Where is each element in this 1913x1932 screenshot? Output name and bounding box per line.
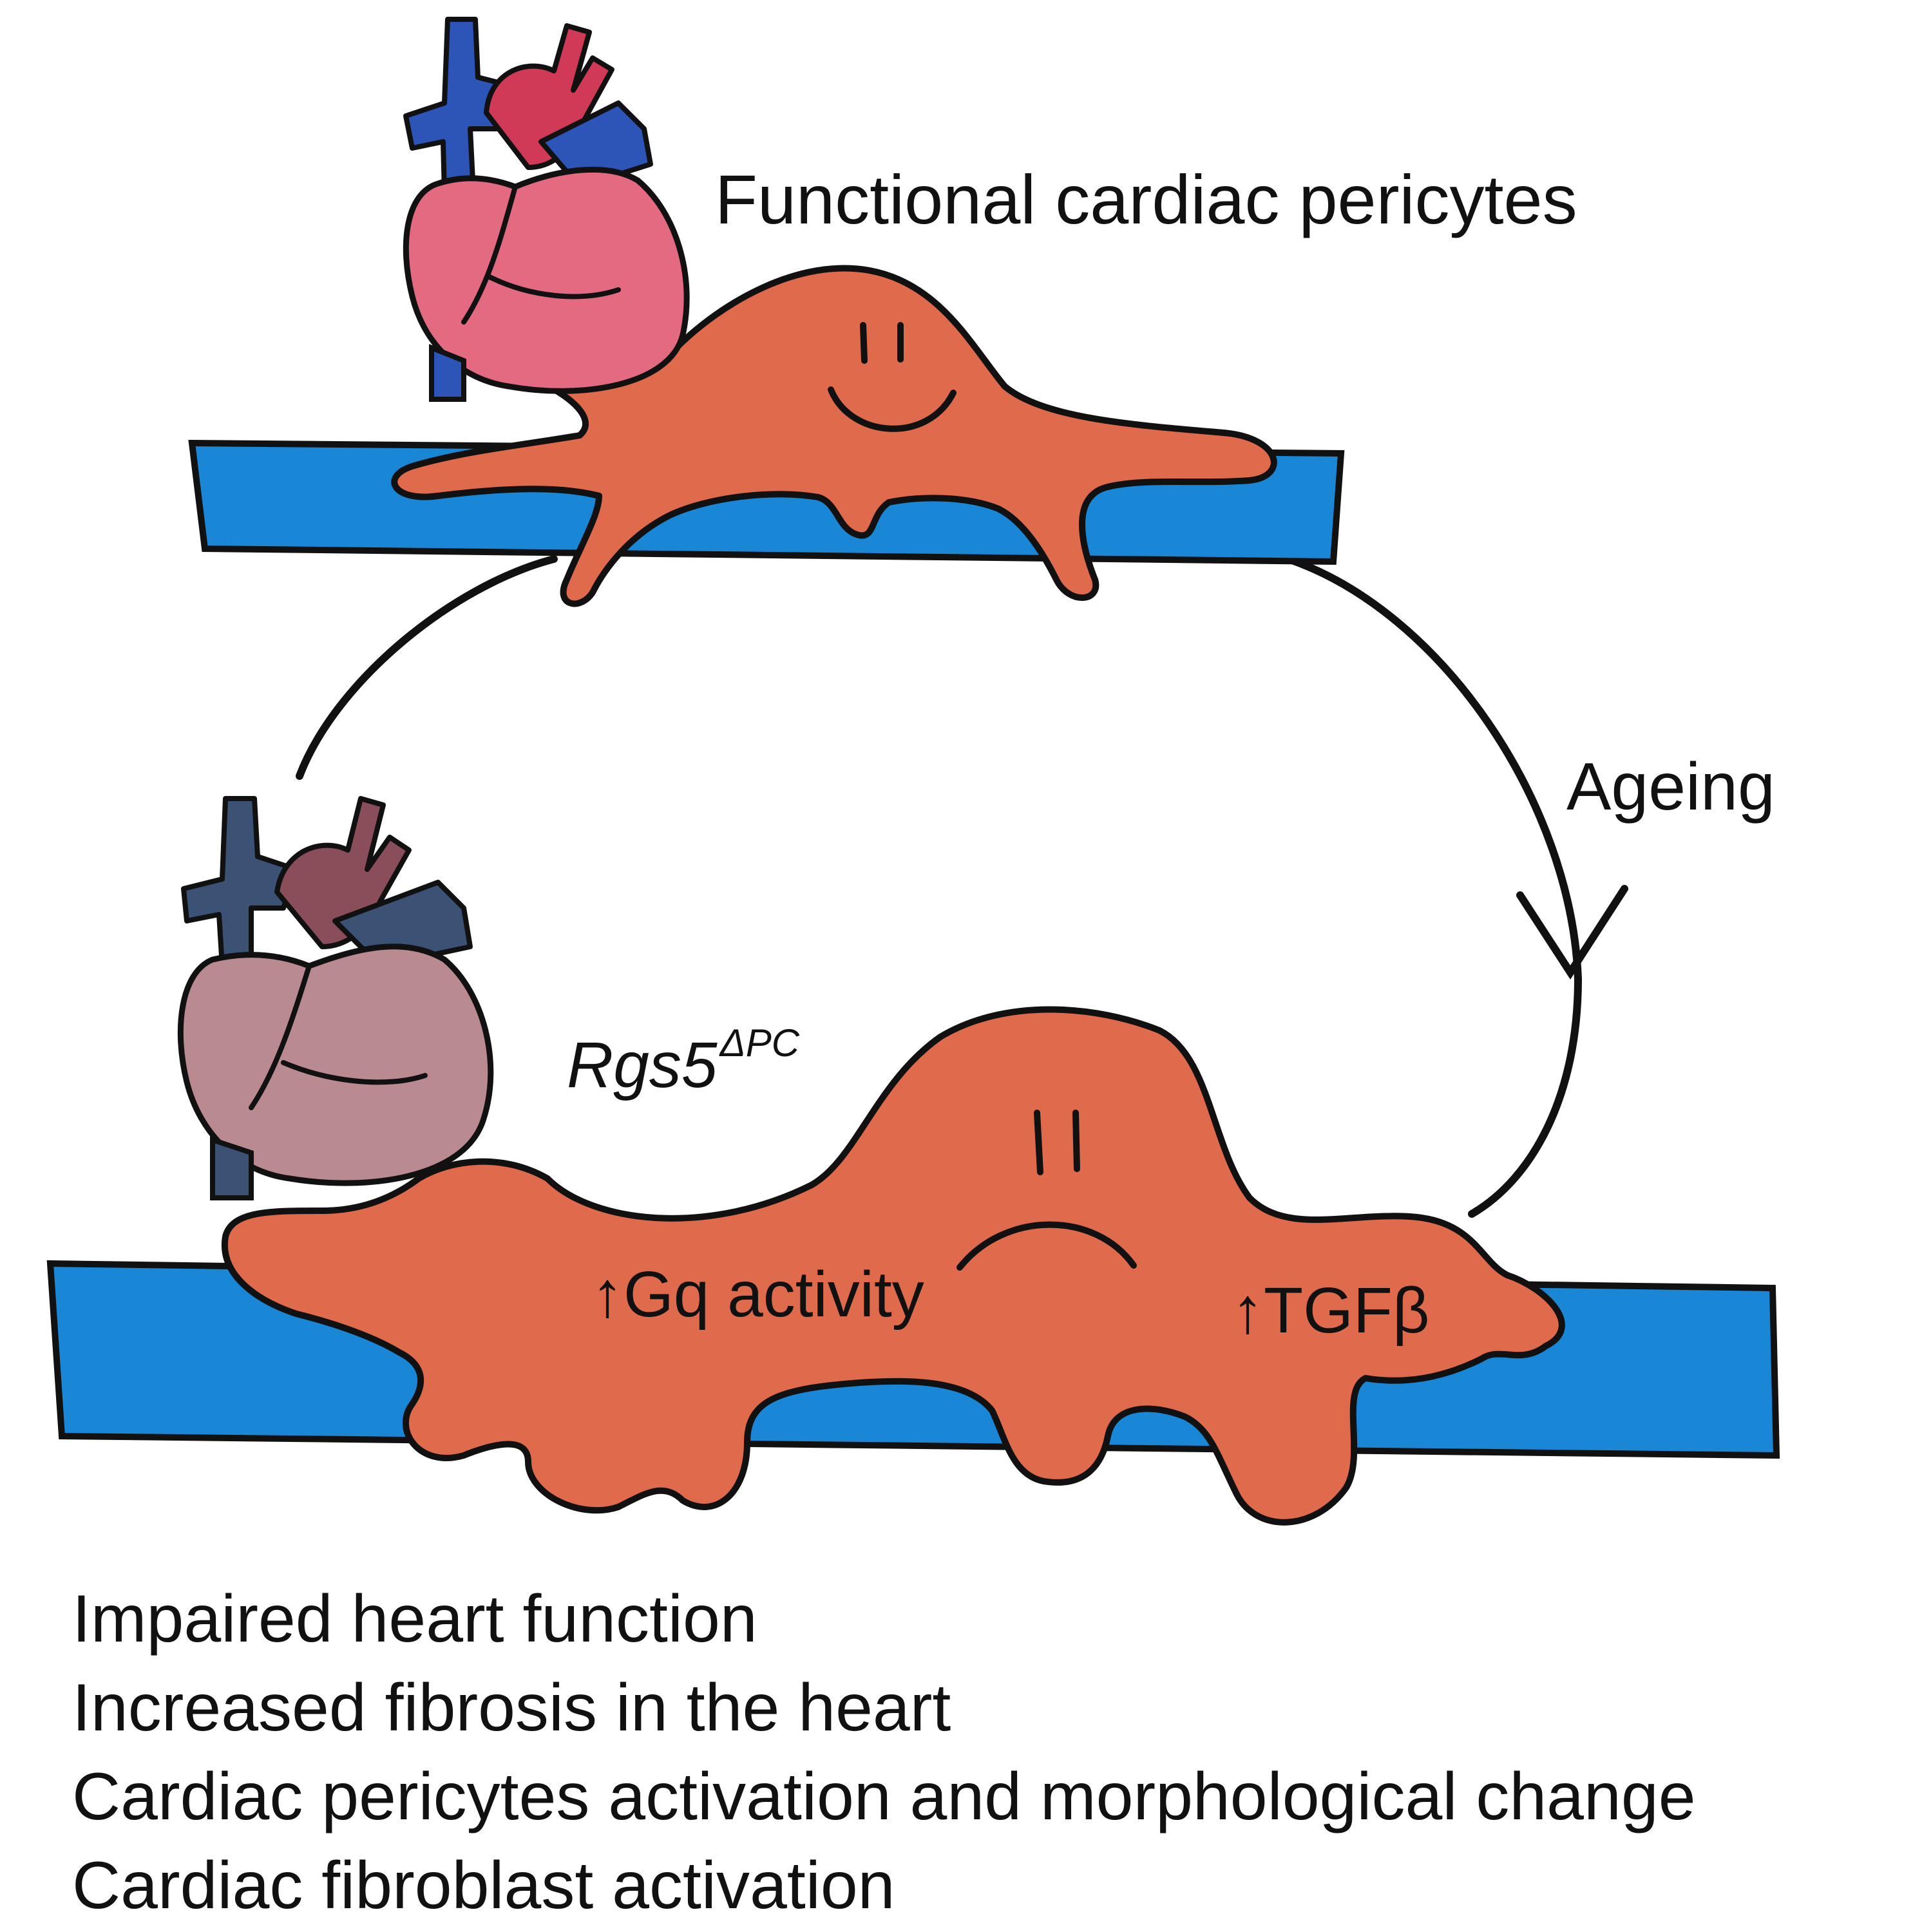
ageing-arrowhead [1516,885,1628,980]
heart-icon [403,17,690,402]
genotype-superscript: ΔPC [719,1021,800,1065]
ageing-arc [1284,555,1583,1218]
genotype-name: Rgs5 [567,1029,718,1101]
gq-activity-text: Gq activity [623,1258,924,1331]
tgf-beta-text: TGFβ [1264,1274,1430,1347]
healthy-state-title: Functional cardiac pericytes [715,160,1577,238]
happy-eyes [860,322,904,364]
sad-eyes [1034,1110,1080,1175]
healthy-heart-body [403,166,690,394]
outcome-list: Impaired heart function Increased fibros… [72,1575,1696,1930]
aged-heart-body [177,943,494,1186]
cycle-arrows [296,555,1628,1218]
healthy-heart-aorta [484,23,614,170]
outcome-item: Cardiac fibroblast activation [72,1848,895,1923]
up-arrow-icon: ↑ [1232,1274,1264,1347]
outcome-item: Cardiac pericytes activation and morphol… [72,1759,1696,1834]
healthy-heart-base [429,344,466,402]
aged-heart-divider [249,963,428,1110]
aged-heart-base [210,1136,254,1200]
healthy-heart-divider [461,184,621,325]
mutant-genotype-label: Rgs5ΔPC [567,1021,800,1098]
pericyte-activated [221,1006,1565,1526]
ageing-label: Ageing [1566,750,1775,824]
pericyte-activated-body [221,1006,1565,1526]
happy-mouth [828,386,956,432]
up-arrow-icon: ↑ [591,1258,623,1331]
tgf-beta-label: ↑TGFβ [1232,1278,1429,1343]
outcome-item: Increased fibrosis in the heart [72,1671,951,1745]
sad-mouth [956,1221,1137,1271]
return-arc [296,555,558,780]
outcome-item: Impaired heart function [72,1582,757,1656]
gq-activity-label: ↑Gq activity [591,1262,924,1327]
heart-icon [177,796,494,1200]
